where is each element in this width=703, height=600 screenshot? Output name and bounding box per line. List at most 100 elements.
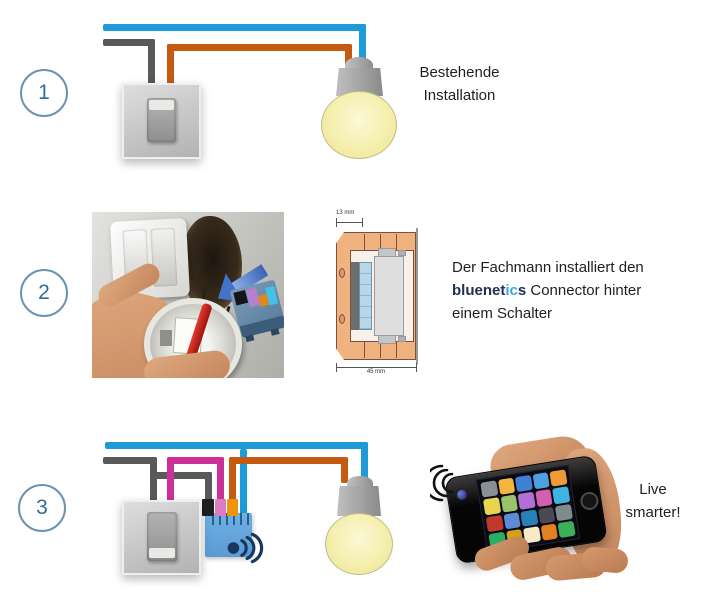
dimension-tick	[416, 363, 417, 372]
dimension-tick	[336, 218, 337, 227]
notch-line	[364, 342, 365, 358]
mechanism-tab	[378, 335, 396, 344]
rocker-highlight	[149, 548, 175, 558]
switched-wire	[167, 457, 174, 502]
connector-terminal	[202, 499, 214, 516]
notch-line	[396, 342, 397, 358]
connector-terminal	[227, 499, 238, 516]
screw-hole	[339, 268, 345, 278]
app-icon	[485, 514, 504, 532]
light-bulb	[325, 513, 393, 575]
step-number: 1	[38, 81, 50, 104]
light-bulb	[321, 91, 397, 159]
caption-line: einem Schalter	[452, 305, 553, 322]
mechanism-tab	[378, 248, 396, 257]
connector-terminal	[215, 499, 226, 516]
neutral-wire	[103, 457, 157, 464]
blue-wire	[103, 24, 366, 31]
switched-wire	[217, 457, 224, 504]
mechanism-part	[160, 330, 172, 346]
notch-line	[396, 234, 397, 250]
step-badge-2: 2	[20, 269, 68, 317]
notch-line	[380, 234, 381, 250]
dimension-label-depth: 13 mm	[336, 210, 355, 216]
dimension-tick	[336, 363, 337, 372]
caption-text: Connector hinter	[526, 282, 642, 299]
app-icon	[480, 480, 499, 498]
blue-wire	[240, 449, 247, 515]
step-badge-3: 3	[18, 484, 66, 532]
blue-wire	[361, 442, 368, 482]
connector-in-drawing	[359, 262, 372, 330]
brand-word-part: bluenet	[452, 282, 506, 299]
light-switch	[122, 500, 201, 575]
caption-line: Bestehende	[419, 64, 500, 81]
home-button-icon	[579, 490, 600, 512]
live-wire	[167, 44, 174, 86]
live-wire	[229, 457, 236, 504]
caption-line: Installation	[423, 87, 496, 104]
neutral-wire	[150, 472, 212, 479]
blue-wire	[105, 442, 368, 449]
bulb-socket	[337, 486, 381, 516]
step-badge-1: 1	[20, 69, 68, 117]
app-icon	[517, 491, 536, 510]
app-icon	[520, 508, 539, 527]
step-number: 2	[38, 281, 50, 304]
app-icon	[557, 520, 576, 538]
step2-caption: Der Fachmann installiert den bluenetics …	[452, 256, 697, 325]
live-wire	[167, 44, 352, 51]
blue-wire	[359, 24, 366, 70]
wireless-signal-icon	[430, 464, 454, 502]
app-icon	[555, 503, 573, 521]
caption-line: bluenetics Connector hinter	[452, 279, 697, 302]
connector-side-bar	[351, 262, 359, 330]
rocker-highlight	[149, 100, 174, 110]
app-icon	[552, 486, 571, 504]
connector-foot	[270, 328, 280, 336]
neutral-wire	[205, 472, 212, 504]
dimension-tick	[362, 218, 363, 227]
screw-hole	[339, 314, 345, 324]
mechanism-clip	[398, 250, 406, 256]
live-wire	[345, 44, 352, 70]
app-icon	[500, 494, 519, 513]
connector-foot	[245, 334, 255, 343]
step-number: 3	[36, 496, 48, 519]
brand-word-part: s	[517, 282, 527, 299]
switched-wire	[167, 457, 224, 464]
connector-cross-section-drawing: 13 mm 45 mm	[330, 210, 426, 382]
neutral-wire	[103, 39, 155, 46]
app-icon	[537, 506, 556, 524]
mechanism-clip	[398, 336, 406, 342]
wall-plate-line	[416, 228, 418, 364]
neutral-wire	[150, 457, 157, 502]
switch-rocker	[147, 512, 177, 561]
installation-photo	[92, 212, 284, 378]
caption-line: Live	[639, 481, 667, 498]
light-switch	[122, 83, 201, 159]
brand-word-highlight: ic	[505, 282, 518, 299]
app-icon	[515, 474, 533, 493]
dimension-label-width: 45 mm	[366, 369, 386, 375]
app-icon	[549, 469, 568, 487]
step1-caption: Bestehende Installation	[392, 61, 527, 107]
switch-mechanism-block	[374, 256, 404, 336]
switch-rocker	[147, 98, 176, 142]
wireless-signal-icon	[227, 532, 264, 564]
app-icon	[540, 523, 559, 541]
caption-line: smarter!	[625, 504, 681, 521]
app-icon	[532, 472, 551, 490]
live-wire	[229, 457, 348, 464]
hand-with-smartphone	[430, 432, 629, 586]
live-wire	[341, 457, 348, 483]
app-icon	[503, 511, 521, 530]
phone-app-grid	[477, 466, 579, 552]
connector-terminal-comb	[207, 513, 250, 525]
dimension-line	[336, 222, 362, 223]
step3-caption: Live smarter!	[612, 478, 694, 524]
neutral-wire	[148, 39, 155, 86]
notch-line	[380, 342, 381, 358]
caption-line: Der Fachmann installiert den	[452, 259, 644, 276]
